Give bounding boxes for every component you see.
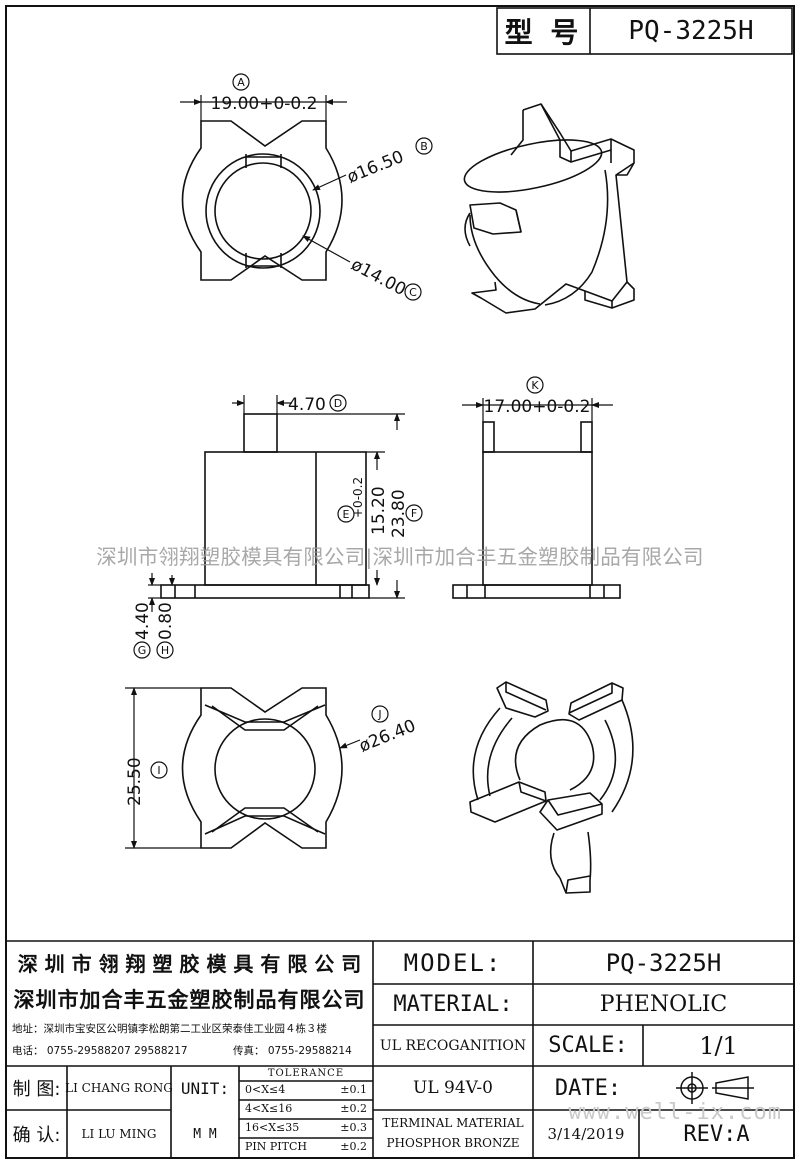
dim-tag-letters: A B C D K E F G H I J: [138, 76, 540, 777]
terminal-material-2: PHOSPHOR BRONZE: [386, 1136, 520, 1150]
dim-h-text: 0.80: [156, 602, 176, 640]
iso-view-top: [463, 103, 635, 314]
material-value: PHENOLIC: [599, 992, 728, 1017]
company-fax: 传真： 0755-29588214: [233, 1044, 352, 1057]
company-name-1: 深 圳 市 翎 翔 塑 胶 模 具 有 限 公 司: [17, 951, 362, 976]
tol-value: ±0.2: [340, 1102, 367, 1115]
header-label: 型 号: [504, 16, 583, 49]
dim-e-text: 15.20: [369, 486, 389, 535]
tag-h: H: [161, 644, 169, 657]
tag-b: B: [420, 140, 428, 153]
material-label: MATERIAL:: [393, 992, 513, 1017]
rev-value: REV:A: [683, 1121, 750, 1147]
tag-f: F: [411, 507, 417, 520]
tolerance-title: TOLERANCE: [267, 1068, 345, 1079]
company-name-2: 深圳市加合丰五金塑胶制品有限公司: [13, 988, 366, 1012]
tol-range: 16<X≤35: [245, 1121, 300, 1134]
dim-k-text: 17.00+0-0.2: [484, 397, 591, 417]
tag-a: A: [237, 76, 245, 89]
dim-tag-circles: [133, 73, 544, 779]
scale-value: 1/1: [699, 1031, 738, 1060]
date-label: DATE:: [554, 1075, 622, 1101]
bottom-dims: [125, 687, 361, 849]
front-dims: [148, 395, 405, 612]
tol-range: 4<X≤16: [245, 1102, 293, 1115]
check-label: 确 认:: [12, 1125, 61, 1146]
company-address: 地址：深圳市宝安区公明镇李松朗第二工业区荣泰佳工业园４栋３楼: [12, 1022, 327, 1035]
tolerance-row: 16<X≤35 ±0.3: [239, 1119, 373, 1138]
dim-d-text: 4.70: [288, 395, 326, 415]
tag-e: E: [343, 508, 350, 521]
terminal-material-1: TERMINAL MATERIAL: [382, 1116, 524, 1130]
tag-j: J: [377, 708, 381, 721]
front-view: [160, 413, 370, 599]
tag-k: K: [531, 379, 539, 392]
check-name: LI LU MING: [81, 1127, 157, 1141]
watermark-text: 深圳市翎翔塑胶模具有限公司|深圳市加合丰五金塑胶制品有限公司: [96, 545, 704, 569]
dim-c-text: ø14.00: [348, 255, 410, 300]
tag-g: G: [138, 644, 147, 657]
tolerance-row: 4<X≤16 ±0.2: [239, 1100, 373, 1119]
unit-value: M M: [193, 1126, 217, 1142]
tol-value: ±0.3: [340, 1121, 367, 1134]
tag-i: I: [157, 764, 160, 777]
tolerance-row: 0<X≤4 ±0.1: [239, 1081, 373, 1100]
header-box: [496, 7, 793, 55]
draw-label: 制 图:: [12, 1079, 61, 1100]
tolerance-row: PIN PITCH ±0.2: [239, 1138, 373, 1157]
dim-a-lines: [180, 95, 351, 263]
bottom-view: [181, 687, 343, 849]
watermark-url: www.well-ix.com: [568, 1100, 782, 1125]
dim-a-text: 19.00+0-0.2: [211, 94, 318, 114]
date-value: 3/14/2019: [547, 1125, 625, 1143]
title-block-grid: [6, 940, 794, 1158]
dim-j-text: ø26.40: [356, 716, 418, 757]
dim-f-text: 23.80: [389, 489, 409, 538]
ul-value: UL 94V-0: [413, 1078, 493, 1098]
tol-value: ±0.2: [340, 1140, 367, 1153]
top-view: [181, 120, 343, 281]
scale-label: SCALE:: [548, 1033, 628, 1058]
tolerance-table: 0<X≤4 ±0.1 4<X≤16 ±0.2 16<X≤35 ±0.3 PIN …: [239, 1081, 373, 1157]
dim-g-text: 4.40: [133, 602, 153, 640]
model-label: MODEL:: [403, 948, 503, 977]
dim-i-text: 25.50: [125, 757, 145, 806]
model-value: PQ-3225H: [605, 948, 722, 977]
projection-symbol-icon: [676, 1072, 754, 1104]
tol-range: 0<X≤4: [245, 1083, 286, 1096]
unit-label: UNIT:: [180, 1078, 230, 1098]
draw-name: LI CHANG RONG: [65, 1081, 173, 1095]
dim-b-text: ø16.50: [344, 147, 406, 188]
dim-e-tol: +0-0.2: [351, 477, 365, 518]
ul-label: UL RECOGANITION: [379, 1037, 527, 1054]
company-phone: 电话： 0755-29588207 29588217: [12, 1044, 188, 1057]
tag-c: C: [409, 286, 417, 299]
sheet-border: [5, 5, 795, 1159]
tol-value: ±0.1: [340, 1083, 367, 1096]
tol-range: PIN PITCH: [245, 1140, 307, 1153]
side-dims: [462, 398, 613, 422]
header-model: PQ-3225H: [628, 16, 754, 46]
iso-view-bottom: [469, 681, 634, 894]
side-view: [452, 421, 621, 599]
tag-d: D: [334, 397, 342, 410]
